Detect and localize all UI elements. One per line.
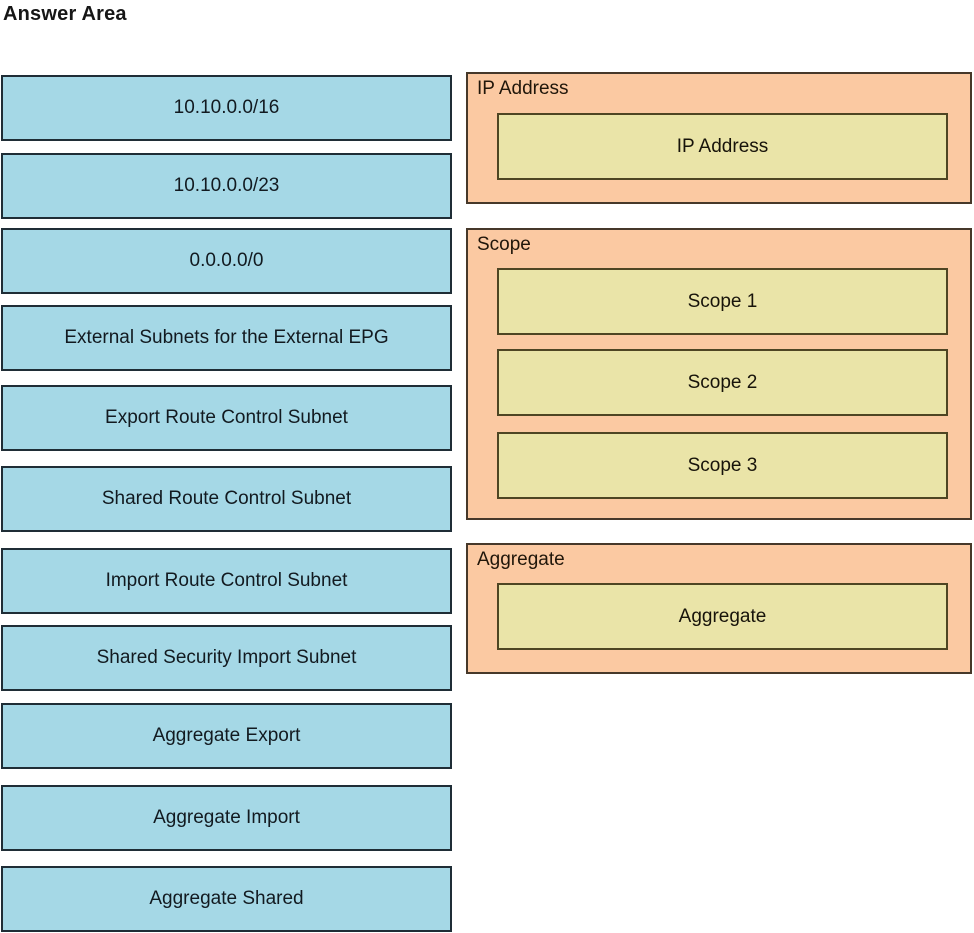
option-aggregate-import[interactable]: Aggregate Import xyxy=(1,785,452,851)
drop-slot-scope-1[interactable]: Scope 1 xyxy=(497,268,948,335)
drop-group-ip-address: IP Address IP Address xyxy=(466,72,972,204)
drop-slot-scope-3[interactable]: Scope 3 xyxy=(497,432,948,499)
option-10-10-0-0-23[interactable]: 10.10.0.0/23 xyxy=(1,153,452,219)
drop-group-ip-address-label: IP Address xyxy=(477,78,569,99)
option-shared-security-import-subnet[interactable]: Shared Security Import Subnet xyxy=(1,625,452,691)
drop-group-aggregate: Aggregate Aggregate xyxy=(466,543,972,674)
drop-slot-ip-address[interactable]: IP Address xyxy=(497,113,948,180)
drop-slot-aggregate[interactable]: Aggregate xyxy=(497,583,948,650)
drop-slot-scope-2[interactable]: Scope 2 xyxy=(497,349,948,416)
page-title: Answer Area xyxy=(3,3,127,25)
option-import-route-control-subnet[interactable]: Import Route Control Subnet xyxy=(1,548,452,614)
option-external-subnets-external-epg[interactable]: External Subnets for the External EPG xyxy=(1,305,452,371)
option-10-10-0-0-16[interactable]: 10.10.0.0/16 xyxy=(1,75,452,141)
option-export-route-control-subnet[interactable]: Export Route Control Subnet xyxy=(1,385,452,451)
option-0-0-0-0-0[interactable]: 0.0.0.0/0 xyxy=(1,228,452,294)
drop-group-scope: Scope Scope 1 Scope 2 Scope 3 xyxy=(466,228,972,520)
option-shared-route-control-subnet[interactable]: Shared Route Control Subnet xyxy=(1,466,452,532)
drop-group-aggregate-label: Aggregate xyxy=(477,549,565,570)
option-aggregate-export[interactable]: Aggregate Export xyxy=(1,703,452,769)
drop-group-scope-label: Scope xyxy=(477,234,531,255)
option-aggregate-shared[interactable]: Aggregate Shared xyxy=(1,866,452,932)
